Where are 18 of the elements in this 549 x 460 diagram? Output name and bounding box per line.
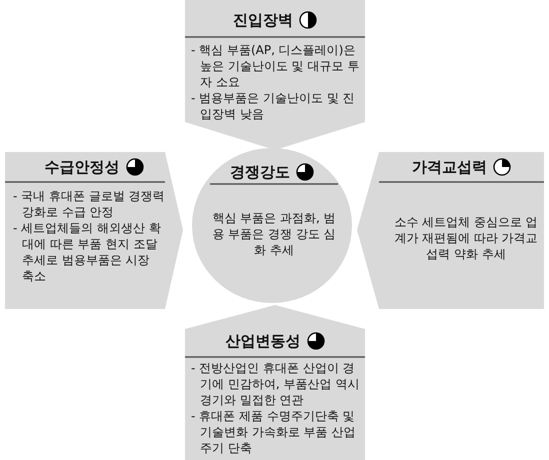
description-text: 소수 세트업체 중심으로 업계가 재편됨에 따라 가격교섭력 약화 추세 <box>393 214 539 262</box>
description-text: - 휴대폰 제품 수명주기단축 및 기술변화 가속화로 부품 산업 주기 단축 <box>191 408 356 456</box>
heading: 가격교섭력 <box>412 158 487 176</box>
description-text: - 전방산업인 휴대폰 산업이 경기에 민감하여, 부품산업 역시 경기와 밀접한 연관 <box>191 360 360 408</box>
arrow-panel <box>5 152 183 309</box>
description-text: - 범용부품은 기술난이도 및 진입장벽 낮음 <box>191 90 356 122</box>
heading: 진입장벽 <box>233 10 293 30</box>
circle-panel <box>192 148 352 303</box>
arrow-panel <box>185 305 365 460</box>
heading: 경쟁강도 <box>230 162 290 182</box>
description-text: - 세트업체들의 해외생산 확대에 따른 부품 현지 조달 추세로 범용부품은 시장 축소 <box>13 220 162 284</box>
arrow-panel <box>357 152 544 309</box>
description-text: 핵심 부품은 과점화, 범용 부품은 경쟁 강도 심화 추세 <box>212 210 336 258</box>
description-text: - 핵심 부품(AP, 디스플레이)은 높은 기술난이도 및 대규모 투자 소요 <box>191 42 360 90</box>
arrow-panel <box>185 0 365 150</box>
heading: 산업변동성 <box>226 332 300 350</box>
description-text: - 국내 휴대폰 글로벌 경쟁력 강화로 수급 안정 <box>13 188 165 220</box>
heading: 수급안정성 <box>44 158 120 176</box>
